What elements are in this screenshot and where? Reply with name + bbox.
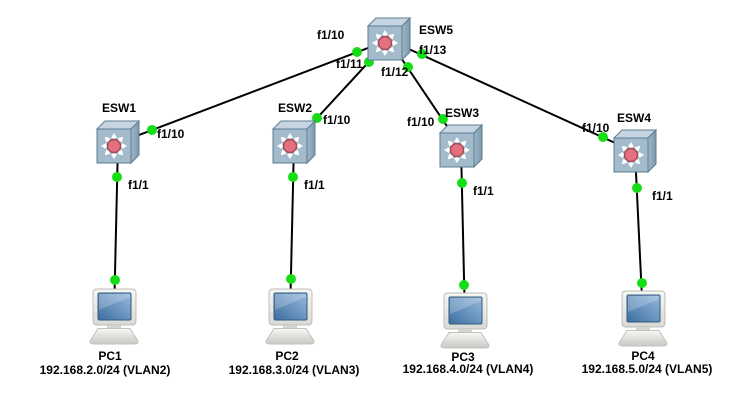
link-status-dot	[637, 278, 647, 288]
port-label-esw2-f1-1: f1/1	[304, 178, 325, 192]
link-status-dot	[352, 47, 362, 57]
subnet-label-pc3: 192.168.4.0/24 (VLAN4)	[402, 362, 534, 376]
link-status-dot	[459, 280, 469, 290]
pc-icon	[618, 290, 668, 347]
port-label-esw5-f1-11: f1/11	[336, 57, 363, 71]
subnet-label-pc1: 192.168.2.0/24 (VLAN2)	[39, 363, 171, 377]
node-label-esw5: ESW5	[419, 23, 454, 37]
port-label-esw2-f1-10: f1/10	[323, 113, 351, 127]
link-status-dot	[403, 62, 413, 72]
node-label-esw3: ESW3	[445, 106, 480, 120]
port-label-esw5-f1-13: f1/13	[419, 43, 447, 57]
link-status-dot	[112, 172, 122, 182]
ethernet-switch-icon	[366, 16, 412, 62]
ethernet-switch-icon	[438, 123, 484, 169]
node-label-pc4: PC4	[631, 349, 655, 363]
node-label-pc2: PC2	[275, 349, 299, 363]
link-esw5-esw4[interactable]	[388, 39, 636, 153]
node-label-pc3: PC3	[451, 350, 475, 364]
node-esw3[interactable]	[438, 123, 484, 175]
node-label-pc1: PC1	[98, 349, 122, 363]
node-esw2[interactable]	[271, 119, 317, 171]
link-esw2-pc2[interactable]	[289, 142, 295, 318]
node-pc3[interactable]	[436, 292, 494, 355]
link-status-dot	[417, 49, 427, 59]
port-label-esw3-f1-1: f1/1	[473, 184, 494, 198]
link-status-dot	[110, 275, 120, 285]
link-esw3-pc3[interactable]	[460, 146, 466, 322]
pc-icon	[265, 288, 315, 345]
link-status-dot	[598, 132, 608, 142]
port-label-esw3-f1-10: f1/10	[407, 115, 435, 129]
port-label-esw5-f1-12: f1/12	[381, 65, 409, 79]
link-status-dot	[147, 125, 157, 135]
port-label-esw4-f1-1: f1/1	[652, 189, 673, 203]
subnet-label-pc2: 192.168.3.0/24 (VLAN3)	[228, 363, 360, 377]
node-esw1[interactable]	[95, 119, 141, 171]
node-pc1[interactable]	[85, 288, 143, 351]
node-pc2[interactable]	[261, 288, 319, 351]
link-status-dot	[457, 178, 467, 188]
port-label-esw1-f1-10: f1/10	[157, 127, 185, 141]
link-status-dot	[288, 172, 298, 182]
node-esw5[interactable]	[366, 16, 412, 68]
node-label-esw4: ESW4	[617, 111, 652, 125]
node-pc4[interactable]	[614, 290, 672, 353]
link-esw5-esw1[interactable]	[117, 39, 390, 144]
port-label-esw4-f1-10: f1/10	[582, 121, 610, 135]
node-label-esw2: ESW2	[278, 101, 313, 115]
node-label-esw1: ESW1	[102, 101, 137, 115]
ethernet-switch-icon	[612, 128, 658, 174]
port-label-esw1-f1-1: f1/1	[128, 178, 149, 192]
subnet-label-pc4: 192.168.5.0/24 (VLAN5)	[581, 362, 713, 376]
link-status-dot	[286, 274, 296, 284]
node-esw4[interactable]	[612, 128, 658, 180]
ethernet-switch-icon	[95, 119, 141, 165]
port-label-esw5-f1-10: f1/10	[317, 28, 345, 42]
pc-icon	[440, 292, 490, 349]
pc-icon	[89, 288, 139, 345]
link-status-dot	[438, 114, 448, 124]
link-status-dot	[632, 183, 642, 193]
link-esw1-pc1[interactable]	[113, 142, 119, 318]
ethernet-switch-icon	[271, 119, 317, 165]
